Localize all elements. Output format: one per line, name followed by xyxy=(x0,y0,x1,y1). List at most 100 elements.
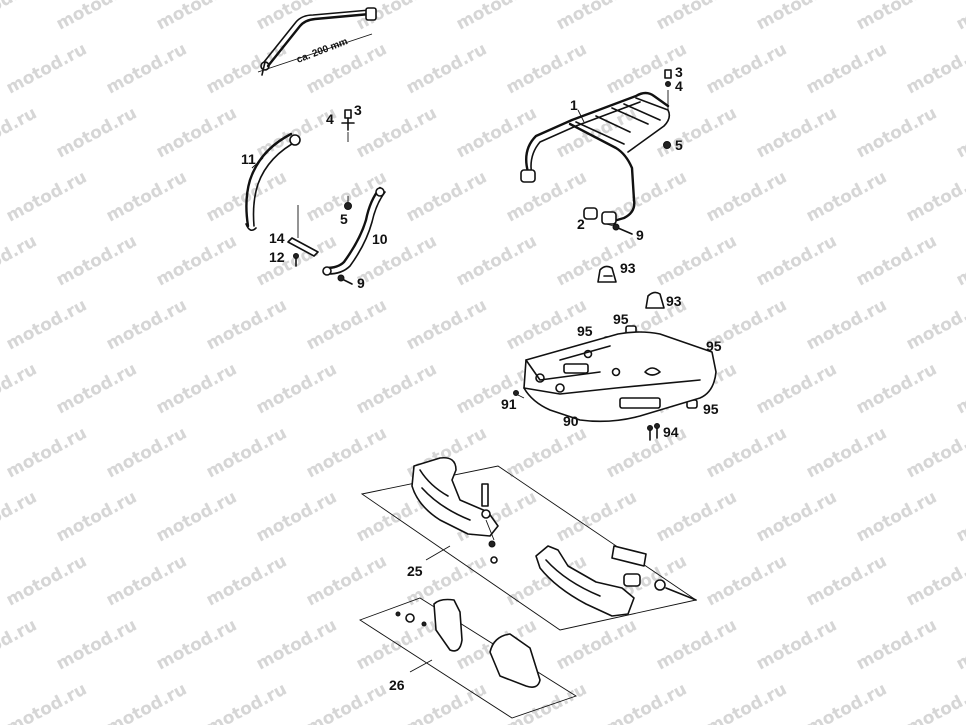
watermark-text: motod.ru xyxy=(203,295,290,354)
watermark-text: motod.ru xyxy=(203,551,290,610)
watermark-text: motod.ru xyxy=(253,615,340,674)
watermark-text: motod.ru xyxy=(0,359,40,418)
part-25-handguards xyxy=(360,456,698,631)
watermark-text: motod.ru xyxy=(503,39,590,98)
watermark-text: motod.ru xyxy=(853,487,940,546)
watermark-text: motod.ru xyxy=(953,103,966,162)
watermark-text: motod.ru xyxy=(453,231,540,290)
rubber-mount-93-b xyxy=(645,291,665,309)
watermark-text: motod.ru xyxy=(153,359,240,418)
bolt-91 xyxy=(513,390,525,399)
nut-5-right xyxy=(663,141,671,149)
callout-11: 11 xyxy=(241,151,256,167)
watermark-text: motod.ru xyxy=(703,39,790,98)
watermark-text: motod.ru xyxy=(203,423,290,482)
watermark-text: motod.ru xyxy=(0,0,40,34)
callout-95-c: 95 xyxy=(706,338,722,354)
callout-12: 12 xyxy=(269,249,285,265)
watermark-text: motod.ru xyxy=(3,295,90,354)
watermark-text: motod.ru xyxy=(953,487,966,546)
watermark-text: motod.ru xyxy=(53,615,140,674)
watermark-text: motod.ru xyxy=(303,679,390,725)
watermark-text: motod.ru xyxy=(103,679,190,725)
watermark-text: motod.ru xyxy=(303,295,390,354)
watermark-text: motod.ru xyxy=(703,167,790,226)
watermark-text: motod.ru xyxy=(203,679,290,725)
rubber-mount-93-a xyxy=(597,265,617,283)
watermark-text: motod.ru xyxy=(103,39,190,98)
callout-94: 94 xyxy=(663,424,679,440)
watermark-text: motod.ru xyxy=(853,103,940,162)
watermark-text: motod.ru xyxy=(153,615,240,674)
watermark-text: motod.ru xyxy=(753,615,840,674)
watermark-text: motod.ru xyxy=(953,615,966,674)
callout-4-right: 4 xyxy=(675,78,683,94)
watermark-text: motod.ru xyxy=(3,423,90,482)
watermark-text: motod.ru xyxy=(303,551,390,610)
watermark-text: motod.ru xyxy=(853,0,940,34)
bolt-9-left xyxy=(337,274,353,285)
callout-91: 91 xyxy=(501,396,517,412)
watermark-text: motod.ru xyxy=(53,103,140,162)
screw-3-left xyxy=(341,109,355,142)
watermark-text: motod.ru xyxy=(0,487,40,546)
watermark-text: motod.ru xyxy=(503,423,590,482)
watermark-text: motod.ru xyxy=(753,0,840,34)
watermark-text: motod.ru xyxy=(303,423,390,482)
callout-1: 1 xyxy=(570,97,578,113)
watermark-text: motod.ru xyxy=(403,679,490,725)
watermark-text: motod.ru xyxy=(153,487,240,546)
watermark-text: motod.ru xyxy=(53,487,140,546)
watermark-text: motod.ru xyxy=(53,0,140,34)
watermark-text: motod.ru xyxy=(653,0,740,34)
watermark-text: motod.ru xyxy=(803,679,890,725)
watermark-text: motod.ru xyxy=(353,359,440,418)
callout-9-left: 9 xyxy=(357,275,365,291)
callout-4-left: 4 xyxy=(326,111,334,127)
watermark-text: motod.ru xyxy=(853,615,940,674)
watermark-text: motod.ru xyxy=(3,167,90,226)
part-26-deflectors xyxy=(358,597,578,719)
watermark-text: motod.ru xyxy=(0,615,40,674)
watermark-text: motod.ru xyxy=(3,679,90,725)
watermark-text: motod.ru xyxy=(903,551,966,610)
watermark-text: motod.ru xyxy=(53,231,140,290)
watermark-text: motod.ru xyxy=(803,167,890,226)
watermark-text: motod.ru xyxy=(653,103,740,162)
callout-labels: 1 2 3 4 3 4 5 5 9 9 10 11 12 14 25 26 90… xyxy=(241,64,722,693)
callout-3-left: 3 xyxy=(354,102,362,118)
watermark-text: motod.ru xyxy=(953,359,966,418)
watermark-text: motod.ru xyxy=(803,423,890,482)
watermark-text: motod.ru xyxy=(353,103,440,162)
clamp-14 xyxy=(287,205,319,267)
part-10-bar xyxy=(322,186,386,276)
callout-95-a: 95 xyxy=(577,323,593,339)
watermark-text: motod.ru xyxy=(903,167,966,226)
watermark-text: motod.ru xyxy=(153,0,240,34)
watermark-text: motod.ru xyxy=(103,295,190,354)
watermark-text: motod.ru xyxy=(403,39,490,98)
watermark-text: motod.ru xyxy=(403,167,490,226)
watermark-text: motod.ru xyxy=(903,423,966,482)
watermark-text: motod.ru xyxy=(953,0,966,34)
watermark-text: motod.ru xyxy=(553,103,640,162)
callout-95-b: 95 xyxy=(613,311,629,327)
watermark-text: motod.ru xyxy=(0,231,40,290)
watermark-text: motod.ru xyxy=(553,487,640,546)
watermark-text: motod.ru xyxy=(53,359,140,418)
watermark-text: motod.ru xyxy=(3,551,90,610)
watermark-text: motod.ru xyxy=(3,39,90,98)
watermark-text: motod.ru xyxy=(103,423,190,482)
watermark-text: motod.ru xyxy=(753,103,840,162)
bolts-94 xyxy=(647,423,660,441)
watermark-text: motod.ru xyxy=(0,103,40,162)
watermark-text: motod.ru xyxy=(703,679,790,725)
part-90-skid-plate xyxy=(523,331,717,423)
watermark-text: motod.ru xyxy=(103,551,190,610)
watermark-text: motod.ru xyxy=(753,487,840,546)
watermark-text: motod.ru xyxy=(903,39,966,98)
callout-26: 26 xyxy=(389,677,405,693)
watermark-text: motod.ru xyxy=(803,39,890,98)
